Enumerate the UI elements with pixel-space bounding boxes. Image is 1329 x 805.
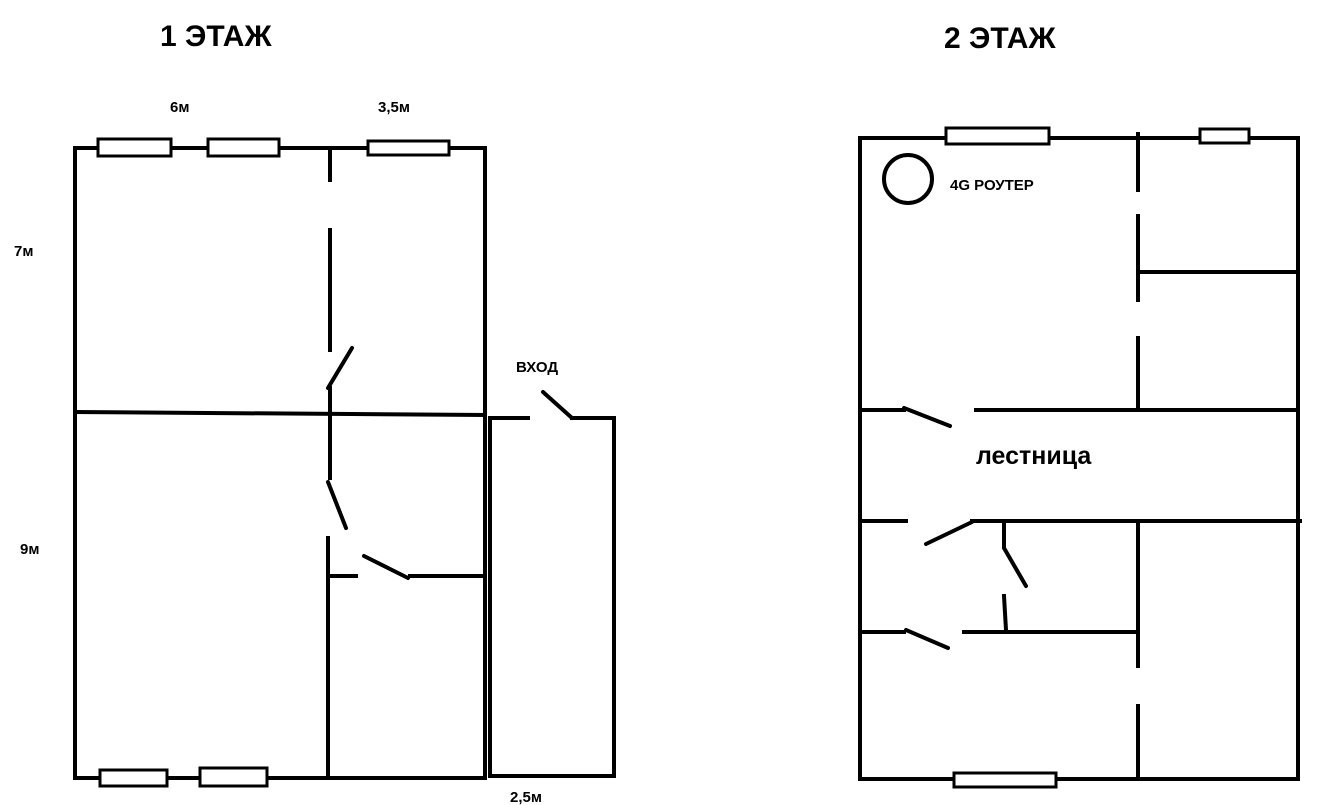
floor-2: 2 ЭТАЖ 4G РОУТЕР лестн — [858, 22, 1302, 789]
router-icon — [882, 153, 934, 205]
floor-2-window-top-1 — [944, 126, 1051, 146]
floor-2-door-lower-left — [904, 628, 950, 650]
floor-1-dim-bottom-entrance: 2,5м — [510, 789, 542, 805]
floor-2-outer-wall — [858, 136, 1300, 781]
router-label: 4G РОУТЕР — [950, 177, 1034, 194]
floor-2-window-top-2 — [1198, 127, 1251, 145]
floor-1-window-bottom-1 — [98, 768, 169, 788]
floor-2-window-bottom — [952, 771, 1058, 789]
floor-1-dim-top-left: 6м — [170, 99, 189, 116]
floor-1-dim-top-right: 3,5м — [378, 99, 410, 116]
floor-2-door-stairs-bottom — [924, 520, 974, 546]
floor-2-door-lower-room — [1002, 546, 1028, 588]
floor-1-window-top-1 — [96, 137, 173, 158]
floor-1-dim-left-top: 7м — [14, 243, 33, 260]
floor-1-window-top-3 — [366, 139, 451, 157]
floor-1: 1 ЭТАЖ 6м 3,5м 7м 9м 2,5м ВХОД — [14, 20, 616, 805]
floor-1-title: 1 ЭТАЖ — [160, 20, 272, 53]
floor-2-door-stairs-top — [902, 406, 952, 428]
floor-1-window-bottom-2 — [198, 766, 269, 788]
floor-1-window-top-2 — [206, 137, 281, 158]
floor-1-door-upper — [326, 346, 354, 390]
floor-1-middle-wall — [72, 409, 488, 418]
floor-2-title: 2 ЭТАЖ — [944, 22, 1056, 55]
floor-1-door-middle — [326, 480, 348, 530]
floor-1-door-bath — [362, 554, 410, 580]
floor-1-dim-left-bottom: 9м — [20, 541, 39, 558]
entrance-door — [541, 390, 574, 420]
entrance-label: ВХОД — [516, 359, 558, 376]
floor-2-lower-room-wall-vert — [1001, 593, 1009, 633]
stairs-label: лестница — [976, 442, 1092, 470]
floor-1-outer-wall — [73, 146, 487, 780]
